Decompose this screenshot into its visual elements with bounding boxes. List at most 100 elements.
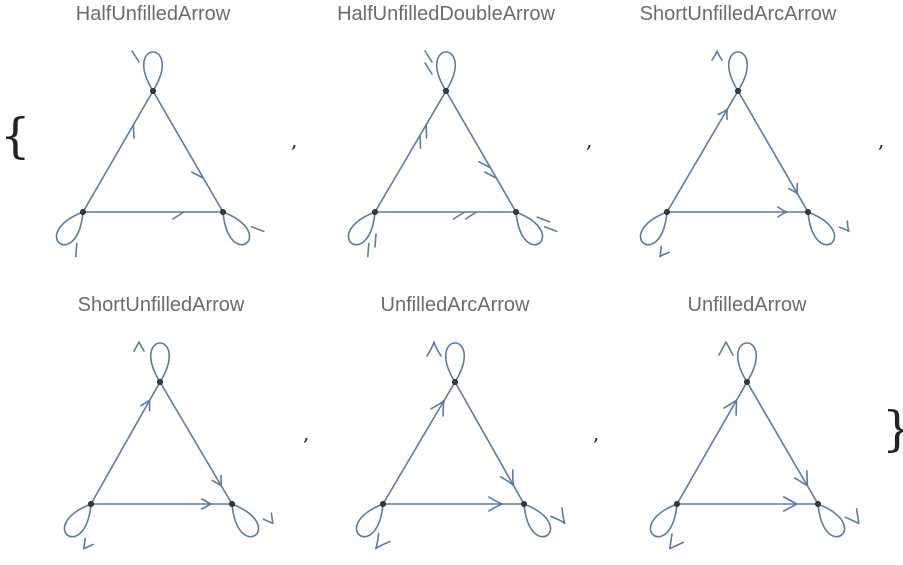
vertex-top bbox=[156, 378, 163, 385]
self-loop-arrowhead bbox=[718, 341, 734, 356]
edge-arrowhead bbox=[132, 124, 135, 139]
edge bbox=[666, 90, 739, 213]
vertex-right bbox=[228, 500, 235, 507]
self-loop-edge bbox=[142, 51, 164, 92]
self-loop-edge bbox=[55, 211, 84, 246]
self-loop-edge bbox=[444, 342, 466, 383]
graph-panel bbox=[347, 50, 558, 258]
edge-arrowhead bbox=[452, 211, 466, 220]
edge-arrowhead bbox=[191, 171, 205, 179]
edge-arrowhead bbox=[793, 470, 809, 487]
self-loop-arrowhead bbox=[550, 507, 566, 525]
self-loop-arrowhead bbox=[374, 233, 377, 248]
self-loop-edge bbox=[515, 211, 544, 246]
vertex-left bbox=[379, 500, 386, 507]
edge-arrowhead bbox=[488, 496, 504, 512]
edge bbox=[90, 381, 161, 505]
vertex-top bbox=[149, 88, 156, 95]
vertex-left bbox=[88, 500, 95, 507]
self-loop-arrowhead bbox=[838, 220, 850, 233]
edge-arrowhead bbox=[201, 498, 212, 510]
vertex-top bbox=[744, 378, 751, 385]
self-loop-arrowhead bbox=[543, 226, 558, 233]
self-loop-arrowhead bbox=[711, 50, 723, 61]
self-loop-edge bbox=[727, 51, 749, 92]
edge bbox=[82, 90, 154, 213]
edge-arrowhead bbox=[464, 211, 478, 220]
edge-arrowhead bbox=[172, 211, 185, 220]
edge-arrowhead bbox=[478, 160, 492, 169]
edge-arrowhead bbox=[787, 182, 799, 195]
separator-comma: , bbox=[291, 128, 298, 152]
edge bbox=[737, 90, 809, 213]
self-loop-edge bbox=[347, 211, 376, 246]
separator-comma: , bbox=[586, 128, 593, 152]
self-loop-edge bbox=[435, 51, 457, 92]
self-loop-arrowhead bbox=[75, 242, 78, 258]
self-loop-arrowhead bbox=[262, 512, 274, 525]
edge-arrowhead bbox=[140, 399, 151, 412]
self-loop-arrowhead bbox=[250, 226, 265, 233]
self-loop-arrowhead bbox=[131, 50, 140, 63]
edge-arrowhead bbox=[430, 399, 445, 417]
panel-title: ShortUnfilledArcArrow bbox=[639, 3, 837, 25]
self-loop-arrowhead bbox=[133, 341, 145, 352]
self-loop-arrowhead bbox=[424, 62, 433, 75]
separator-comma: , bbox=[878, 128, 885, 152]
graph-panel bbox=[639, 50, 850, 258]
panel-title: UnfilledArrow bbox=[687, 294, 807, 316]
graph-panel bbox=[355, 341, 566, 550]
self-loop-edge bbox=[231, 503, 260, 538]
edge bbox=[445, 90, 517, 213]
edge-arrowhead bbox=[211, 474, 222, 487]
self-loop-edge bbox=[639, 211, 668, 246]
self-loop-edge bbox=[736, 342, 758, 383]
self-loop-edge bbox=[817, 503, 846, 538]
edge bbox=[676, 381, 748, 505]
self-loop-edge bbox=[149, 342, 171, 383]
vertex-right bbox=[805, 208, 812, 215]
vertex-left bbox=[664, 208, 671, 215]
vertex-top bbox=[451, 378, 458, 385]
vertex-right bbox=[521, 500, 528, 507]
self-loop-arrowhead bbox=[424, 50, 433, 63]
graph-panel bbox=[55, 50, 265, 258]
vertex-right bbox=[219, 208, 226, 215]
separator-comma: , bbox=[303, 421, 310, 445]
self-loop-arrowhead bbox=[367, 242, 370, 258]
self-loop-edge bbox=[649, 503, 678, 538]
vertex-right bbox=[513, 208, 520, 215]
self-loop-arrowhead bbox=[844, 508, 860, 525]
separator-comma: , bbox=[593, 421, 600, 445]
edge-arrowhead bbox=[717, 108, 729, 121]
self-loop-edge bbox=[355, 503, 384, 538]
vertex-left bbox=[674, 500, 681, 507]
self-loop-arrowhead bbox=[669, 533, 684, 550]
edge-arrowhead bbox=[783, 496, 798, 512]
vertex-right bbox=[815, 500, 822, 507]
vertex-top bbox=[442, 88, 449, 95]
panel-title: ShortUnfilledArrow bbox=[77, 294, 245, 316]
self-loop-arrowhead bbox=[659, 245, 670, 258]
edge-arrowhead bbox=[499, 469, 515, 487]
self-loop-arrowhead bbox=[83, 537, 94, 550]
list-open-brace: { bbox=[0, 108, 31, 164]
vertex-left bbox=[371, 208, 378, 215]
self-loop-edge bbox=[807, 211, 836, 246]
vertex-top bbox=[735, 88, 742, 95]
edge bbox=[746, 381, 819, 505]
panel-title: UnfilledArcArrow bbox=[380, 294, 530, 316]
graph-panel bbox=[649, 341, 860, 550]
list-close-brace: } bbox=[882, 405, 903, 453]
edge bbox=[152, 90, 224, 213]
panel-title: HalfUnfilledArrow bbox=[75, 3, 231, 25]
panel-title: HalfUnfilledDoubleArrow bbox=[337, 3, 555, 25]
edge-arrowhead bbox=[723, 399, 738, 416]
edge bbox=[374, 90, 447, 213]
self-loop-edge bbox=[523, 503, 552, 538]
self-loop-arrowhead bbox=[536, 216, 551, 223]
graph-panel bbox=[63, 341, 274, 550]
self-loop-arrowhead bbox=[426, 341, 442, 357]
edge-arrowhead bbox=[777, 206, 788, 218]
